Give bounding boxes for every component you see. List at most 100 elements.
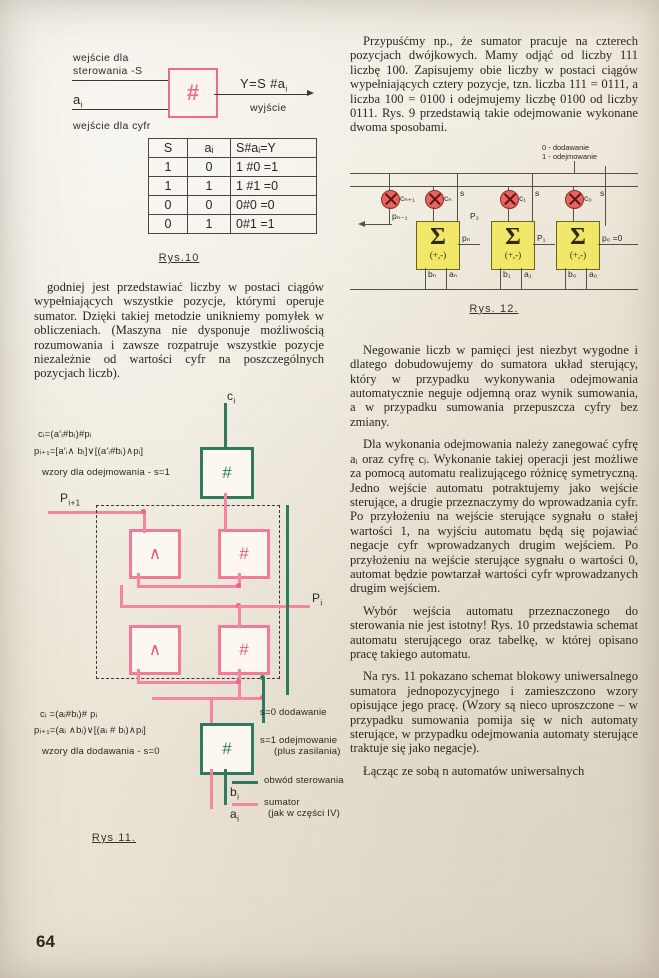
fig10-output-expression: Y=S #ai <box>240 76 288 94</box>
fig11-wire-top-gate-down <box>224 492 227 529</box>
fig11-wire-output-ai <box>210 768 213 809</box>
fig12-adder-stage-1: Σ (+,-) <box>491 220 535 270</box>
fig10-caption: Rys.10 <box>158 252 200 264</box>
fig12-wire-cn1-up <box>389 172 390 191</box>
fig11-wire-and-top-out <box>137 572 140 587</box>
fig10-control-input-label-line1: wejście dla <box>73 52 129 64</box>
fig11-wire-bottom-bus <box>152 696 264 700</box>
fig12-bus-s-second <box>350 185 638 187</box>
fig11-and-gate-bottom: ∧ <box>129 624 181 675</box>
fig12-label-b0: b₀ <box>568 268 577 279</box>
fig12-sigma-symbol: Σ <box>430 223 446 250</box>
fig12-wire-p0-out <box>598 243 638 245</box>
fig12-wire-p1-out <box>533 243 555 245</box>
fig11-wire-pi-riser <box>120 584 123 607</box>
fig11-formula-addition-1: cᵢ =(aᵢ#bᵢ)# pᵢ <box>40 708 98 720</box>
fig11-legend-s1: s=1 odejmowanie <box>260 734 338 746</box>
left-column: wejście dla sterowania -S ai wejście dla… <box>34 34 344 844</box>
fig12-sigma-symbol: Σ <box>505 223 521 250</box>
fig11-wire-to-output-gate <box>210 698 213 723</box>
fig12-wire-carry-out <box>364 223 392 225</box>
fig12-wire-c0-down <box>573 206 574 221</box>
fig11-control-bus <box>286 504 289 695</box>
figure-rys10: wejście dla sterowania -S ai wejście dla… <box>34 34 324 280</box>
fig10-output-label: wyjście <box>250 102 287 114</box>
left-paragraph-1: godniej jest przedstawiać liczby w posta… <box>34 280 324 381</box>
fig10-wire-digit <box>72 109 168 110</box>
fig12-wire-s-right <box>605 165 606 226</box>
right-paragraph-3: Dla wykonania odejmowania należy zanegow… <box>350 437 638 596</box>
fig11-wire-ci <box>224 402 227 449</box>
fig12-xor-gate-cn1 <box>381 189 400 209</box>
fig11-caption: Rys 11. <box>91 831 137 844</box>
fig12-label-p0: p₀ =0 <box>602 232 623 243</box>
th-result: S#aᵢ=Y <box>230 138 317 158</box>
cell-s: 1 <box>148 176 188 196</box>
fig11-wire-xor-bottom-in <box>238 604 241 627</box>
fig12-wire-s-stage-n <box>457 172 458 229</box>
fig11-legend-s0: s=0 dodawanie <box>260 706 327 718</box>
right-paragraph-5: Na rys. 11 pokazano schemat blokowy uniw… <box>350 669 638 756</box>
fig12-bus-bottom <box>350 288 638 290</box>
table-row: 1 1 1 #1 =0 <box>148 176 317 196</box>
fig12-label-an: aₙ <box>449 268 458 279</box>
fig12-wire-a0 <box>586 267 587 290</box>
fig12-label-c1: c₁ <box>519 192 527 203</box>
fig11-wire-pi <box>120 604 310 608</box>
fig11-pi-label: Pi <box>312 590 323 608</box>
fig12-wire-b1 <box>500 267 501 290</box>
figure-rys11: ci # cᵢ=(a′ᵢ#bᵢ)#pᵢ pᵢ₊₁=[a′ᵢ∧ bᵢ]∨[(a′ᵢ… <box>34 389 344 844</box>
fig11-wire-output-bi <box>224 768 227 805</box>
fig11-legend-adder-note: (jak w części IV) <box>268 807 341 819</box>
fig12-xor-gate-cn <box>425 189 444 209</box>
fig11-legend-swatch-control <box>232 780 258 784</box>
cell-result: 1 #0 =1 <box>230 157 317 177</box>
th-ai: aᵢ <box>187 138 231 158</box>
fig11-formula-subtraction-1: cᵢ=(a′ᵢ#bᵢ)#pᵢ <box>38 428 92 440</box>
fig12-wire-legend-riser <box>574 160 575 174</box>
fig10-xor-gate: # <box>168 68 218 118</box>
fig12-label-b1: b₁ <box>503 268 511 279</box>
fig12-plusminus-label: (+,-) <box>429 249 447 260</box>
fig11-wire-and-bottom-to-xor <box>137 680 241 684</box>
fig10-digit-input-label: ai <box>73 92 83 110</box>
right-paragraph-4: Wybór wejścia automatu przeznaczonego do… <box>350 603 638 661</box>
fig12-label-a0: a₀ <box>589 268 598 279</box>
fig11-top-control-gate: # <box>200 446 254 499</box>
fig12-label-pn: pₙ <box>462 232 471 243</box>
fig11-output-control-gate: # <box>200 722 254 775</box>
fig12-caption: Rys. 12. <box>469 302 519 315</box>
table-row: 1 0 1 #0 =1 <box>148 157 317 177</box>
fig10-output-arrow <box>307 90 314 96</box>
right-paragraph-6: Łącząc ze sobą n automatów uniwersalnych <box>363 763 585 778</box>
right-column: Przypuśćmy np., że sumator pracuje na cz… <box>350 34 638 786</box>
fig12-label-s-stage-0: s <box>600 187 605 198</box>
cell-ai: 1 <box>187 214 231 234</box>
fig11-junction-dot <box>141 508 146 514</box>
fig11-legend-adder: sumator <box>264 796 300 808</box>
fig12-label-c0: c₀ <box>584 192 592 203</box>
fig12-wire-pn-out <box>458 243 480 245</box>
fig12-wire-cn1-down <box>389 206 390 225</box>
fig11-legend-s1-note: (plus zasilania) <box>274 745 341 757</box>
fig11-xor-gate-bottom: # <box>218 624 270 675</box>
table-header-row: S aᵢ S#aᵢ=Y <box>148 138 317 158</box>
fig11-formula-subtraction-note: wzory dla odejmowania - s=1 <box>42 466 171 478</box>
fig11-and-gate-top: ∧ <box>129 528 181 579</box>
table-row: 0 1 0#1 =1 <box>148 214 317 234</box>
table-row: 0 0 0#0 =0 <box>148 195 317 215</box>
figure-rys12: 0 - dodawanie 1 - odejmowanie cₙ₊₁ cₙ s … <box>350 143 638 333</box>
fig12-wire-cn-down <box>433 206 434 221</box>
fig11-junction-dot <box>236 582 241 588</box>
fig11-wire-and-bottom-out <box>137 668 140 683</box>
fig12-plusminus-label: (+,-) <box>569 249 587 260</box>
fig10-wire-control <box>72 80 168 81</box>
fig12-wire-s-stage-1 <box>532 172 533 229</box>
cell-result: 0#0 =0 <box>230 195 317 215</box>
fig12-legend-0: 0 - dodawanie <box>542 142 590 152</box>
fig12-wire-c0-up <box>573 185 574 191</box>
fig10-control-input-label-line2: sterowania -S <box>73 65 143 77</box>
cell-s: 1 <box>148 157 188 177</box>
fig12-label-cn: cₙ <box>444 192 452 203</box>
